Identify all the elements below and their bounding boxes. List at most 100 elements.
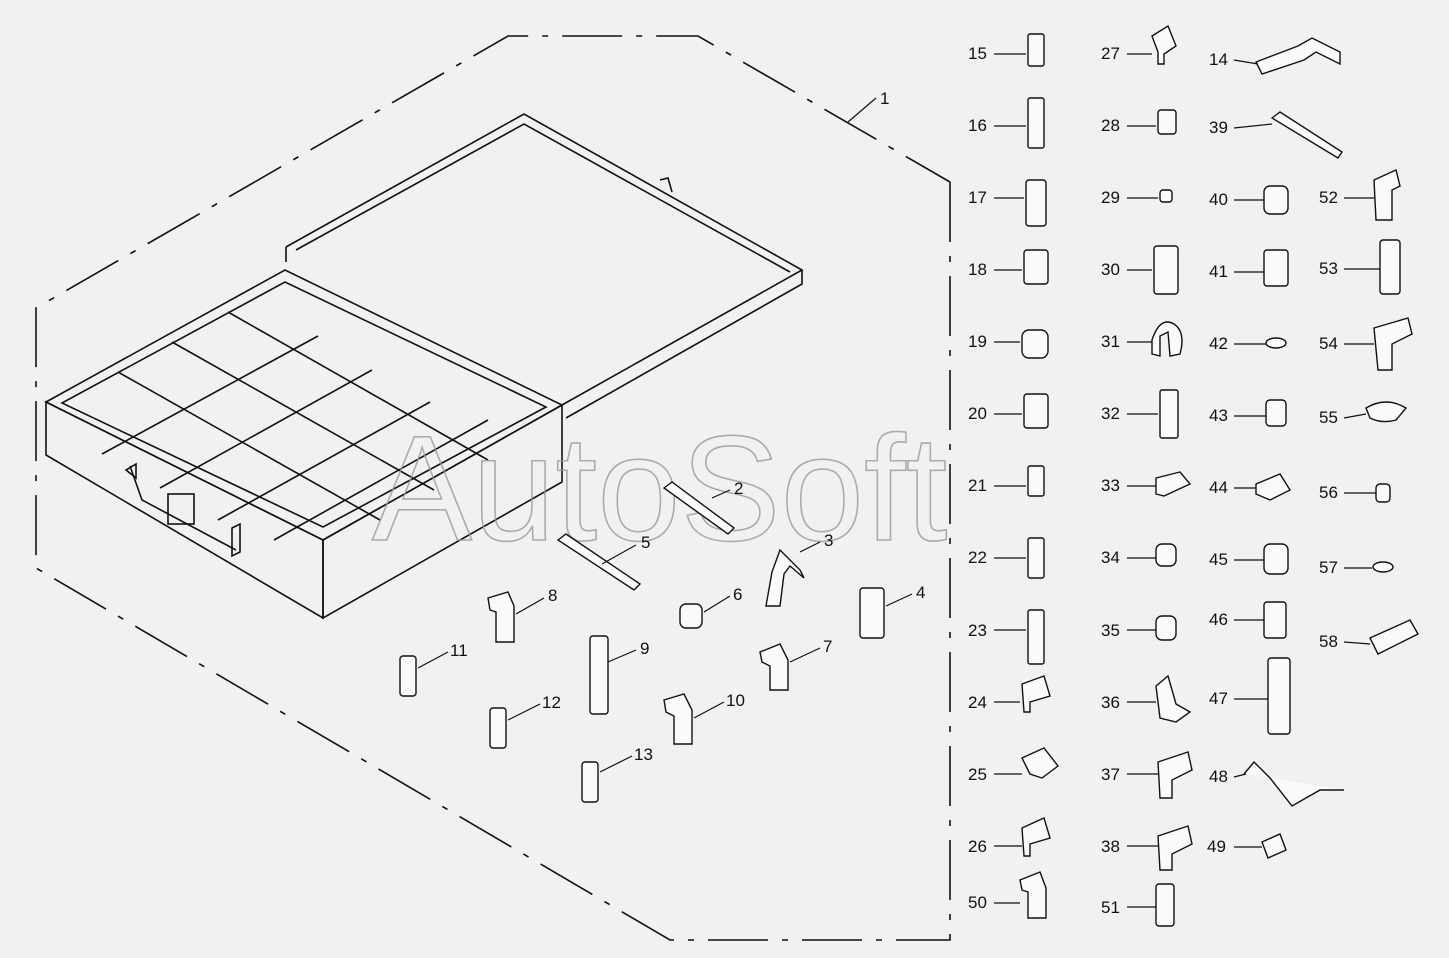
- leader-line: [847, 97, 877, 123]
- callout-13: 13: [634, 745, 653, 764]
- callout-1: 1: [880, 89, 889, 108]
- callout-19: 19: [968, 332, 987, 351]
- callout-16: 16: [968, 116, 987, 135]
- callout-2: 2: [734, 479, 743, 498]
- callout-48: 48: [1209, 767, 1228, 786]
- part-2-nozzle: [662, 481, 736, 535]
- callout-27: 27: [1101, 44, 1120, 63]
- leader-line: [703, 595, 731, 613]
- leader-lines: [417, 53, 1380, 908]
- watermark-text: AutoSoft: [372, 404, 947, 572]
- part-13-fitting: [581, 761, 599, 803]
- callout-35: 35: [1101, 621, 1120, 640]
- callout-45: 45: [1209, 550, 1228, 569]
- callout-25: 25: [968, 765, 987, 784]
- callout-6: 6: [733, 585, 742, 604]
- callout-42: 42: [1209, 334, 1228, 353]
- leader-line: [1343, 641, 1371, 645]
- part-7-elbow: [759, 643, 789, 691]
- leader-line: [885, 593, 913, 607]
- callout-4: 4: [916, 583, 925, 602]
- callout-53: 53: [1319, 259, 1338, 278]
- leader-line: [799, 541, 821, 553]
- leader-line: [711, 489, 731, 499]
- callout-56: 56: [1319, 483, 1338, 502]
- callout-20: 20: [968, 404, 987, 423]
- callout-11: 11: [450, 641, 468, 660]
- callout-43: 43: [1209, 406, 1228, 425]
- callout-9: 9: [640, 639, 649, 658]
- part-12-fitting: [489, 707, 507, 749]
- callout-55: 55: [1319, 408, 1338, 427]
- callout-28: 28: [1101, 116, 1120, 135]
- callout-49: 49: [1207, 837, 1226, 856]
- callout-54: 54: [1319, 334, 1338, 353]
- callout-15: 15: [968, 44, 987, 63]
- callout-7: 7: [823, 637, 832, 656]
- callout-22: 22: [968, 548, 987, 567]
- callout-26: 26: [968, 837, 987, 856]
- leader-line: [1233, 123, 1273, 129]
- callout-21: 21: [968, 476, 987, 495]
- leader-line: [515, 597, 545, 615]
- callout-23: 23: [968, 621, 987, 640]
- callout-33: 33: [1101, 476, 1120, 495]
- part-column-2: [1151, 24, 1193, 927]
- part-3-bent-tube: [765, 548, 805, 607]
- kit-boundary-line: [35, 35, 951, 941]
- leader-line: [789, 647, 821, 663]
- storage-case: [44, 269, 564, 620]
- leader-line: [1233, 59, 1259, 65]
- part-4-adapter: [859, 587, 885, 639]
- leader-line: [507, 703, 541, 721]
- callout-29: 29: [1101, 188, 1120, 207]
- callout-30: 30: [1101, 260, 1120, 279]
- callout-51: 51: [1101, 898, 1120, 917]
- leader-line: [693, 701, 725, 719]
- callout-39: 39: [1209, 118, 1228, 137]
- callout-44: 44: [1209, 478, 1228, 497]
- callout-36: 36: [1101, 693, 1120, 712]
- callout-17: 17: [968, 188, 987, 207]
- callout-18: 18: [968, 260, 987, 279]
- callout-58: 58: [1319, 632, 1338, 651]
- callout-38: 38: [1101, 837, 1120, 856]
- part-9-tube: [589, 635, 609, 715]
- callout-3: 3: [824, 531, 833, 550]
- part-column-3: [1243, 37, 1344, 859]
- callout-50: 50: [968, 893, 987, 912]
- callout-10: 10: [726, 691, 745, 710]
- case-lid: [285, 113, 804, 419]
- leader-line: [417, 651, 449, 669]
- part-column-4: [1365, 169, 1419, 655]
- callout-52: 52: [1319, 188, 1338, 207]
- callout-8: 8: [548, 586, 557, 605]
- callout-34: 34: [1101, 548, 1120, 567]
- callout-47: 47: [1209, 689, 1228, 708]
- leader-line: [607, 649, 637, 663]
- callout-46: 46: [1209, 610, 1228, 629]
- callout-57: 57: [1319, 558, 1338, 577]
- leader-line: [1343, 413, 1367, 419]
- part-8-elbow: [487, 591, 515, 643]
- callout-5: 5: [641, 533, 650, 552]
- callout-37: 37: [1101, 765, 1120, 784]
- callout-24: 24: [968, 693, 987, 712]
- leader-line: [1233, 773, 1247, 778]
- part-5-nozzle: [556, 533, 642, 591]
- part-11-fitting: [399, 655, 417, 697]
- leader-line: [601, 544, 637, 565]
- callout-40: 40: [1209, 190, 1228, 209]
- callout-41: 41: [1209, 262, 1228, 281]
- leader-line: [599, 755, 633, 773]
- callout-labels: 1 2 3 4 5 6 7 8 9 10 11 12 13 15 16 17 1…: [450, 44, 1338, 917]
- part-10-elbow: [663, 693, 693, 745]
- callout-14: 14: [1209, 50, 1228, 69]
- callout-32: 32: [1101, 404, 1120, 423]
- callout-31: 31: [1101, 332, 1120, 351]
- part-column-1: [1019, 33, 1059, 919]
- part-6-cap: [679, 603, 703, 629]
- callout-12: 12: [542, 693, 561, 712]
